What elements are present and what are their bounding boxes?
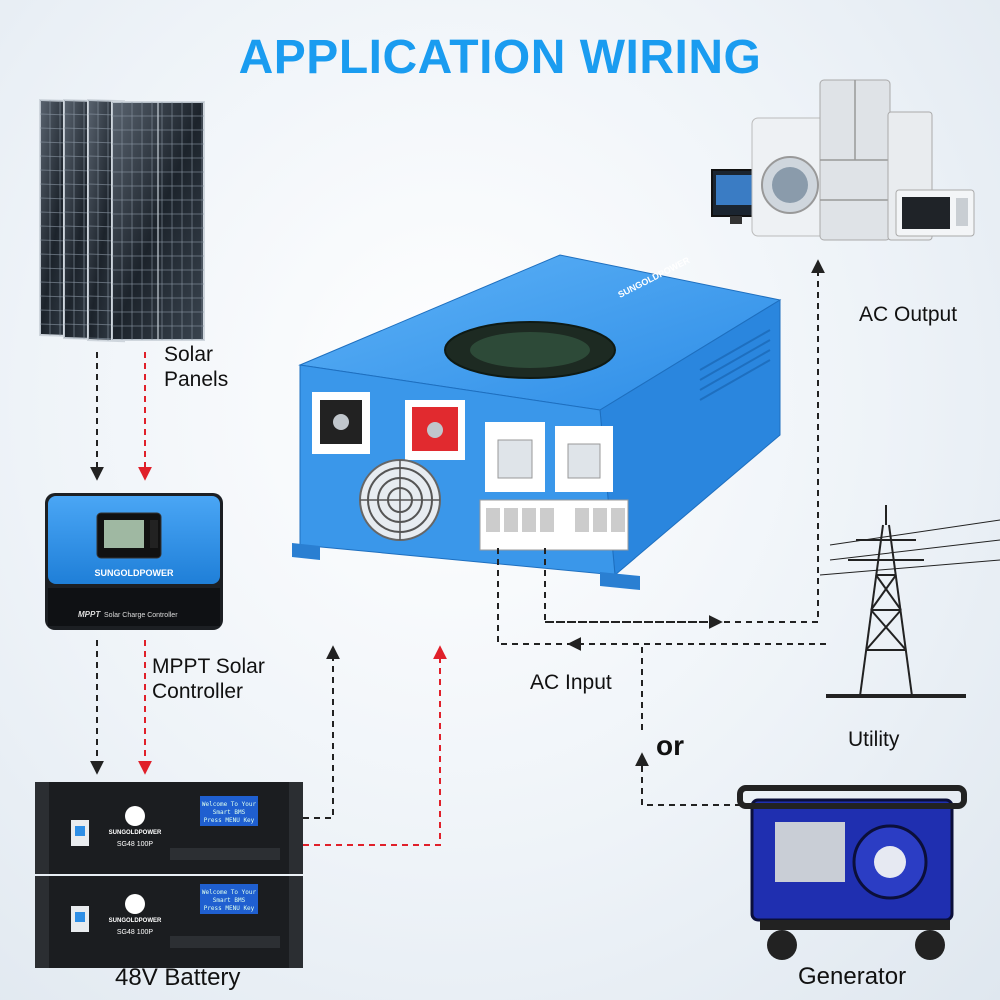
- inverter-charger: SUNGOLDPOWER: [292, 254, 782, 590]
- battery2-lcd-line1: Welcome To Your: [202, 889, 257, 896]
- label-mppt-line2: Controller: [152, 680, 244, 703]
- battery-lcd-line2: Smart BMS: [213, 809, 246, 816]
- battery2-lcd-line3: Press MENU Key: [204, 905, 255, 912]
- label-ac-input: AC Input: [530, 671, 612, 694]
- battery-lcd-line1: Welcome To Your: [202, 801, 257, 808]
- wires: [90, 259, 826, 846]
- controller-footer-text: Solar Charge Controller: [104, 612, 178, 619]
- battery-brand: SUNGOLDPOWER: [109, 830, 162, 836]
- home-appliances: [711, 79, 975, 241]
- solar-panels: [39, 98, 205, 343]
- mppt-controller: SUNGOLDPOWER MPPT Solar Charge Controlle…: [45, 493, 223, 630]
- controller-brand: SUNGOLDPOWER: [94, 568, 174, 578]
- label-ac-output: AC Output: [859, 303, 958, 326]
- controller-footer-brand: MPPT: [78, 610, 101, 619]
- label-mppt-controller: MPPT Solar Controller: [152, 654, 265, 704]
- label-solar-panels-line1: Solar: [164, 343, 214, 366]
- label-solar-panels: Solar Panels: [164, 342, 228, 392]
- utility-tower: [819, 505, 1000, 698]
- battery-model: SG48 100P: [117, 841, 154, 848]
- label-battery: 48V Battery: [115, 964, 241, 991]
- battery2-model: SG48 100P: [117, 929, 154, 936]
- battery-lcd-line3: Press MENU Key: [204, 817, 255, 824]
- battery2-brand: SUNGOLDPOWER: [109, 918, 162, 924]
- battery-unit-bottom: Welcome To Your Smart BMS Press MENU Key…: [35, 876, 303, 968]
- label-solar-panels-line2: Panels: [164, 368, 229, 391]
- label-utility: Utility: [848, 728, 900, 751]
- label-or: or: [656, 730, 684, 761]
- battery-unit-top: Welcome To Your Smart BMS Press MENU Key…: [35, 782, 303, 874]
- label-mppt-line1: MPPT Solar: [152, 655, 265, 678]
- generator: [737, 785, 967, 960]
- page-title: APPLICATION WIRING: [238, 31, 762, 84]
- label-generator: Generator: [798, 963, 907, 990]
- battery2-lcd-line2: Smart BMS: [213, 897, 246, 904]
